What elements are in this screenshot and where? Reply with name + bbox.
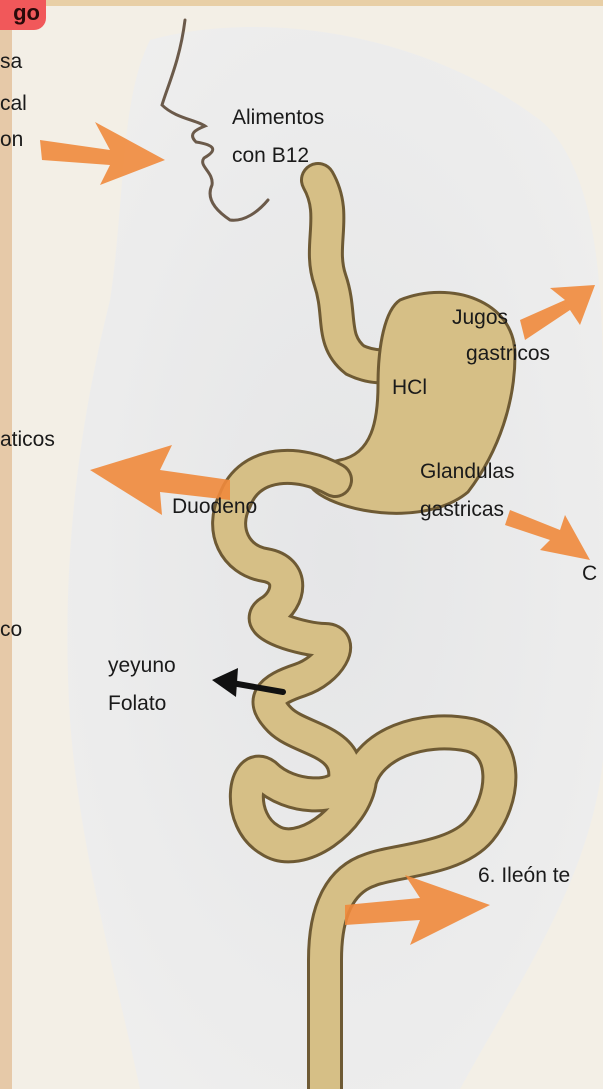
left-fragment-4: aticos — [0, 426, 55, 454]
label-ileon: 6. Ileón te — [478, 862, 570, 890]
section-badge: go — [0, 0, 46, 30]
left-fragment-2: cal — [0, 90, 27, 118]
label-hcl: HCl — [392, 374, 427, 402]
label-gastricos: gastricos — [466, 340, 550, 368]
label-gastricas: gastricas — [420, 496, 504, 524]
label-jugos: Jugos — [452, 304, 508, 332]
label-glandulas: Glandulas — [420, 458, 515, 486]
label-alimentos: Alimentos — [232, 104, 324, 132]
label-duodeno: Duodeno — [172, 493, 257, 521]
label-folato: Folato — [108, 690, 166, 718]
left-fragment-5: co — [0, 616, 22, 644]
label-con-b12: con B12 — [232, 142, 309, 170]
label-right-c: C — [582, 560, 597, 588]
label-yeyuno: yeyuno — [108, 652, 176, 680]
left-fragment-3: on — [0, 126, 23, 154]
left-fragment-1: sa — [0, 48, 22, 76]
